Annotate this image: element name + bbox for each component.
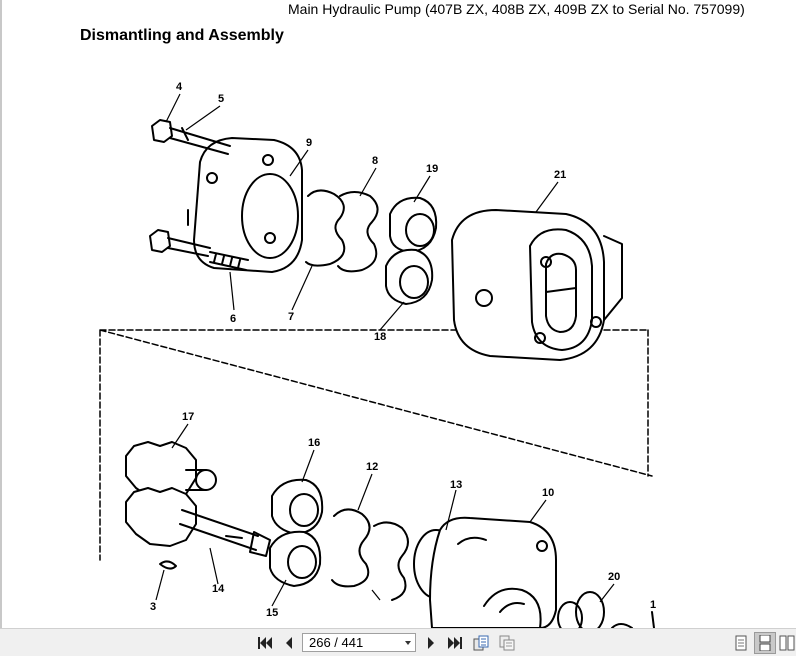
page-border — [0, 0, 2, 628]
single-page-view-button[interactable] — [730, 632, 752, 654]
page-number-select[interactable]: 266 / 441 — [302, 633, 416, 652]
last-page-icon — [448, 637, 462, 649]
callout-16: 16 — [308, 437, 320, 449]
viewer-toolbar: 266 / 441 — [0, 628, 796, 656]
callout-18: 18 — [374, 331, 386, 343]
callout-12: 12 — [366, 461, 378, 473]
exploded-parts-diagram: 4 5 9 8 19 21 6 7 18 17 16 12 13 10 14 3… — [99, 81, 656, 628]
section-title: Dismantling and Assembly — [80, 27, 284, 44]
callout-3: 3 — [150, 601, 156, 613]
callout-8: 8 — [372, 155, 378, 167]
document-page: Main Hydraulic Pump (407B ZX, 408B ZX, 4… — [0, 0, 745, 628]
facing-pages-icon — [779, 635, 795, 651]
callout-5: 5 — [218, 93, 224, 105]
callout-20: 20 — [608, 571, 620, 583]
running-header: Main Hydraulic Pump (407B ZX, 408B ZX, 4… — [288, 1, 745, 17]
callout-15: 15 — [266, 607, 278, 619]
chevron-down-icon — [405, 641, 411, 645]
copy-icon — [499, 635, 515, 651]
callout-10: 10 — [542, 487, 554, 499]
callout-21: 21 — [554, 169, 566, 181]
callout-1: 1 — [650, 599, 656, 611]
callout-7: 7 — [288, 311, 294, 323]
callout-17: 17 — [182, 411, 194, 423]
rotate-icon — [473, 635, 489, 651]
callout-4: 4 — [176, 81, 183, 93]
page-indicator: 266 / 441 — [309, 635, 364, 650]
continuous-page-icon — [759, 635, 771, 651]
prev-page-icon — [286, 637, 292, 649]
rotate-button[interactable] — [470, 632, 492, 654]
copy-button[interactable] — [496, 632, 518, 654]
callout-19: 19 — [426, 163, 438, 175]
first-page-button[interactable] — [254, 632, 276, 654]
prev-page-button[interactable] — [278, 632, 300, 654]
callout-6: 6 — [230, 313, 236, 325]
last-page-button[interactable] — [444, 632, 466, 654]
next-page-button[interactable] — [420, 632, 442, 654]
facing-pages-view-button[interactable] — [776, 632, 796, 654]
continuous-view-button[interactable] — [754, 632, 776, 654]
single-page-icon — [735, 635, 747, 651]
next-page-icon — [428, 637, 434, 649]
callout-9: 9 — [306, 137, 312, 149]
callout-14: 14 — [212, 583, 225, 595]
first-page-icon — [258, 637, 272, 649]
callout-13: 13 — [450, 479, 462, 491]
